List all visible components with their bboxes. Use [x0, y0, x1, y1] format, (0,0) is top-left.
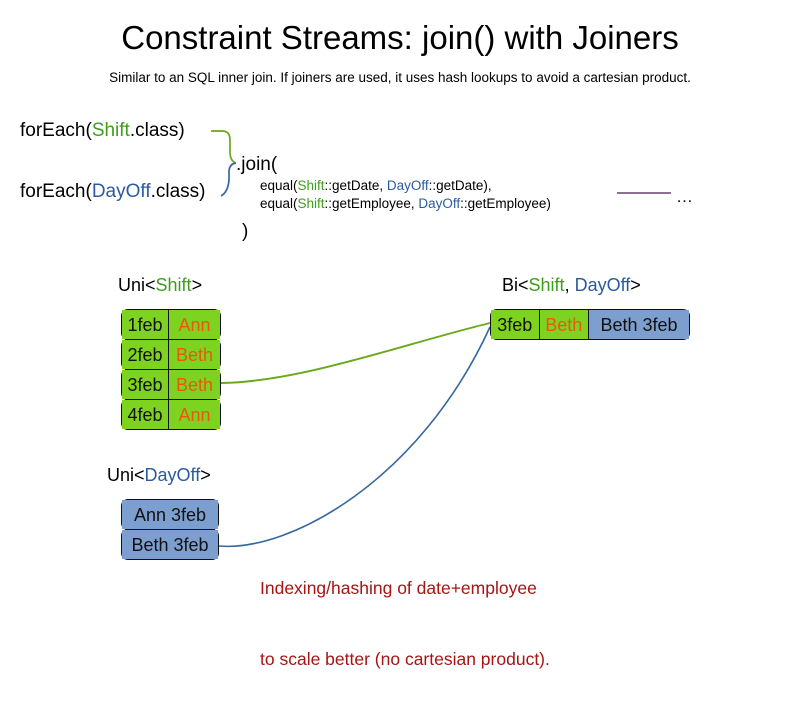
code-joiner-date-right-type: DayOff — [386, 178, 429, 193]
label-uni-dayoff-prefix: Uni< — [107, 465, 145, 485]
code-joiner-employee-right-type: DayOff — [418, 196, 461, 211]
connector-shift-row-to-bi — [220, 322, 491, 384]
caption-line-1: Indexing/hashing of date+employee — [260, 578, 537, 599]
page-subtitle: Similar to an SQL inner join. If joiners… — [109, 70, 691, 85]
code-foreach-dayoff-type: DayOff — [91, 181, 151, 202]
connector-dayoff-to-join — [220, 162, 237, 197]
shift-row-employee: Beth — [169, 340, 220, 369]
code-join-close: ) — [242, 221, 249, 242]
page-title: Constraint Streams: join() with Joiners — [121, 19, 679, 56]
bi-row-date: 3feb — [491, 310, 540, 339]
table-row[interactable]: 1feb Ann — [121, 309, 221, 340]
code-foreach-shift-type: Shift — [91, 120, 130, 141]
code-joiner-date-left-method: ::getDate, — [324, 178, 387, 193]
code-foreach-dayoff: forEach(DayOff.class) — [20, 182, 206, 201]
bi-row-employee: Beth — [539, 310, 590, 339]
label-bi-type-a: Shift — [528, 275, 565, 295]
shift-row-date: 4feb — [122, 400, 170, 429]
dayoff-row-value: Beth 3feb — [122, 530, 218, 559]
label-bi-suffix: > — [630, 275, 641, 295]
shift-row-date: 2feb — [122, 340, 170, 369]
connector-dayoff-row-to-bi — [218, 326, 491, 548]
code-foreach-shift-prefix: forEach( — [20, 120, 92, 141]
bi-result-row[interactable]: 3feb Beth Beth 3feb — [490, 309, 690, 340]
connector-overlay — [211, 130, 671, 548]
code-joiner-date-left-type: Shift — [297, 178, 325, 193]
slide-canvas: Constraint Streams: join() with Joiners … — [20, 19, 693, 669]
table-row[interactable]: 3feb Beth — [121, 369, 221, 400]
dayoff-row-value: Ann 3feb — [122, 500, 218, 529]
code-joiner-employee: equal(Shift::getEmployee, DayOff::getEmp… — [260, 197, 551, 211]
code-joiner-employee-left-type: Shift — [297, 196, 325, 211]
code-foreach-dayoff-prefix: forEach( — [20, 181, 92, 202]
shift-row-employee: Ann — [169, 310, 220, 339]
code-joiner-employee-prefix: equal( — [260, 196, 298, 211]
label-uni-shift-type: Shift — [155, 275, 192, 295]
explanation-caption: Indexing/hashing of date+employee to sca… — [260, 530, 550, 719]
code-foreach-dayoff-suffix: .class) — [150, 181, 206, 202]
shift-row-employee: Ann — [169, 400, 220, 429]
label-bi-stream: Bi<Shift, DayOff> — [502, 276, 641, 294]
label-uni-shift-prefix: Uni< — [118, 275, 156, 295]
code-joiner-date-prefix: equal( — [260, 178, 298, 193]
table-row[interactable]: 4feb Ann — [121, 399, 221, 430]
code-ellipsis: … — [676, 187, 693, 206]
label-uni-dayoff: Uni<DayOff> — [107, 466, 211, 484]
code-joiner-employee-right-method: ::getEmployee) — [460, 196, 551, 211]
table-row[interactable]: Beth 3feb — [121, 529, 219, 560]
label-uni-shift-suffix: > — [191, 275, 203, 295]
table-row[interactable]: 2feb Beth — [121, 339, 221, 370]
code-joiner-date: equal(Shift::getDate, DayOff::getDate), — [260, 179, 492, 193]
code-foreach-shift: forEach(Shift.class) — [20, 121, 185, 140]
caption-line-2: to scale better (no cartesian product). — [260, 649, 550, 670]
shift-row-date: 1feb — [122, 310, 170, 339]
code-joiner-date-right-method: ::getDate), — [428, 178, 492, 193]
connector-shift-to-join — [211, 130, 237, 164]
label-bi-type-b: DayOff — [574, 275, 631, 295]
label-uni-shift: Uni<Shift> — [118, 276, 202, 294]
label-bi-prefix: Bi< — [502, 275, 529, 295]
shift-row-employee: Beth — [169, 370, 220, 399]
bi-row-dayoff: Beth 3feb — [589, 310, 689, 339]
label-uni-dayoff-suffix: > — [200, 465, 211, 485]
label-uni-dayoff-type: DayOff — [144, 465, 201, 485]
code-joiner-employee-left-method: ::getEmployee, — [324, 196, 419, 211]
table-row[interactable]: Ann 3feb — [121, 499, 219, 530]
label-bi-middle: , — [564, 275, 575, 295]
shift-row-date: 3feb — [122, 370, 170, 399]
code-join-open: .join( — [236, 154, 278, 175]
code-foreach-shift-suffix: .class) — [129, 120, 185, 141]
